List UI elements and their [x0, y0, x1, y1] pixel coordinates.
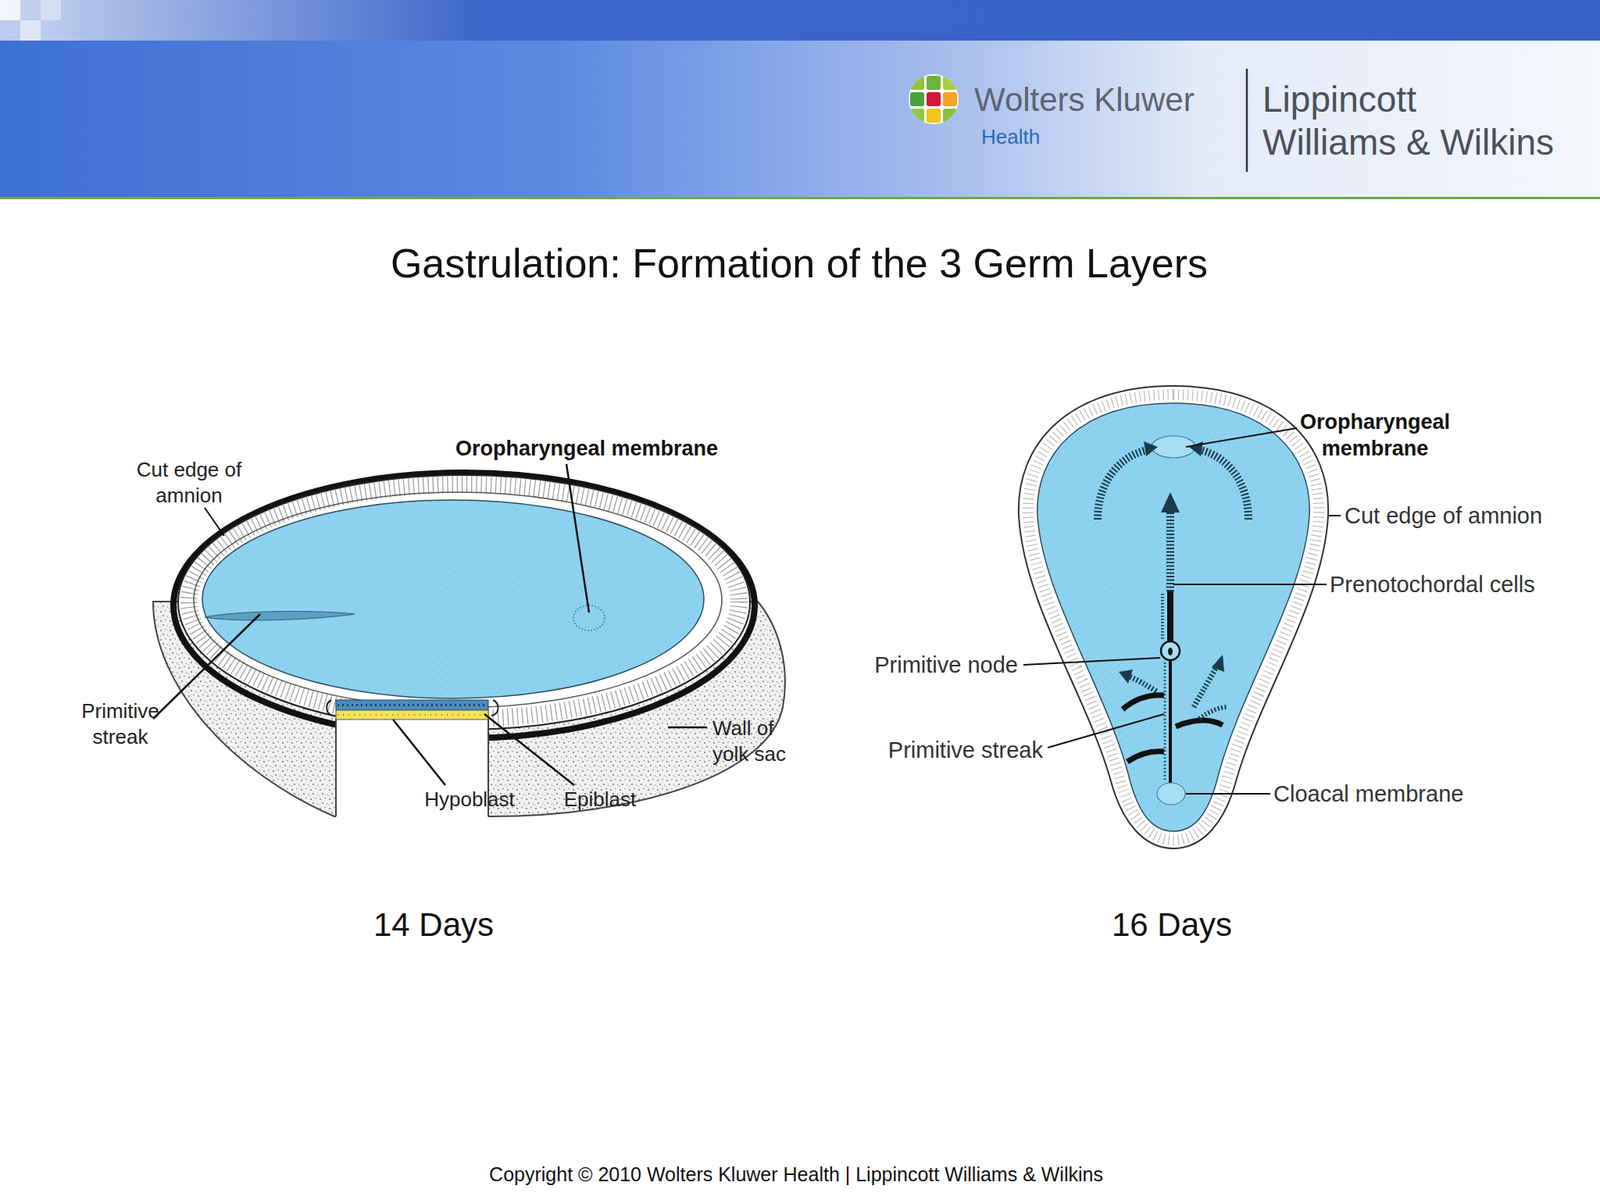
- prenotochordal-cells: [1167, 591, 1174, 643]
- primitive-streak-groove: [204, 611, 355, 621]
- logo-tile: [926, 75, 941, 90]
- deco-square: [40, 0, 61, 21]
- hypoblast-cells: [337, 714, 487, 716]
- prenotochordal-hatch: [1160, 593, 1165, 641]
- amnion-base-band: [173, 472, 755, 739]
- arrow-head: [1211, 654, 1225, 672]
- part-label: Oropharyngeal membrane: [1289, 409, 1461, 463]
- leader-line: [566, 464, 590, 613]
- disc-texture: [202, 500, 704, 699]
- primitive-node: [1160, 641, 1180, 661]
- leader-line: [1185, 792, 1271, 795]
- migration-stroke: [1175, 720, 1223, 727]
- leader-line: [392, 719, 446, 786]
- logo-tile: [926, 92, 941, 107]
- logo-wordmark: Wolters Kluwer: [974, 79, 1195, 122]
- amnion-hatching: [189, 484, 740, 719]
- logo-tile: [942, 108, 958, 123]
- migration-stroke: [1122, 695, 1165, 710]
- deco-square: [20, 20, 41, 41]
- amnion-hatching: [1028, 394, 1319, 840]
- part-label: Primitive streak: [888, 735, 1043, 765]
- leader-line: [204, 507, 225, 536]
- embryonic-disc: [1037, 403, 1310, 832]
- header-bar: [0, 0, 1600, 41]
- copyright-note: Copyright © 2010 Wolters Kluwer Health |…: [489, 1162, 1104, 1187]
- header-band: [0, 0, 1600, 197]
- amnion-ring: [178, 475, 750, 730]
- logo-icon: [908, 74, 959, 125]
- part-label: Primitive node: [874, 650, 1018, 679]
- deco-square: [0, 0, 21, 21]
- migration-stroke: [1127, 751, 1165, 762]
- hypoblast-layer: [335, 710, 489, 720]
- logo-bg: [908, 74, 959, 125]
- header-rule: [0, 196, 1600, 200]
- primitive-streak-line: [1168, 660, 1172, 783]
- publisher-name: Williams & Wilkins: [1262, 120, 1554, 166]
- part-label: Cut edge of amnion: [130, 457, 248, 508]
- slide-title: Gastrulation: Formation of the 3 Germ La…: [390, 238, 1208, 290]
- stage-label: 14 Days: [373, 904, 494, 947]
- notochord-arrow: [1166, 510, 1175, 592]
- leader-line: [484, 714, 575, 786]
- logo-tile: [926, 108, 941, 123]
- part-label: Cloacal membrane: [1273, 779, 1464, 808]
- leader-line: [1047, 714, 1165, 748]
- leader-line: [1023, 657, 1161, 665]
- leader-line: [1185, 428, 1297, 447]
- logo-divider: [1246, 68, 1249, 172]
- disc-texture: [1037, 403, 1310, 832]
- part-label: Wall of yolk sac: [712, 715, 803, 767]
- logo-tile: [942, 92, 958, 107]
- amnion-inner-edge: [193, 492, 722, 708]
- logo-tile: [910, 92, 925, 107]
- deco-square: [0, 20, 21, 41]
- logo-tile: [942, 75, 958, 90]
- logo-subtitle: Health: [981, 124, 1040, 150]
- migration-arrow: [1097, 450, 1147, 520]
- publisher-name: Lippincott: [1262, 77, 1417, 123]
- stage-label: 16 Days: [1111, 904, 1233, 947]
- migration-arrow: [1200, 450, 1249, 520]
- leader-line: [1173, 583, 1327, 586]
- primitive-streak-hatch: [1164, 662, 1167, 782]
- epiblast-layer: [335, 700, 489, 711]
- migration-arrow: [1193, 665, 1218, 708]
- cloacal-membrane: [1157, 782, 1186, 805]
- logo-tile: [910, 108, 925, 123]
- migration-arrow: [1199, 707, 1229, 719]
- arrow-head: [1143, 441, 1158, 457]
- embryonic-disc: [202, 500, 704, 699]
- amnion-cut-curl: [326, 700, 333, 716]
- primitive-pit: [1167, 647, 1173, 656]
- part-label: Primitive streak: [73, 698, 168, 750]
- leader-line: [667, 726, 708, 729]
- part-label: Prenotochordal cells: [1329, 570, 1536, 599]
- leader-line: [153, 614, 261, 719]
- leader-line: [1328, 514, 1341, 517]
- amnion-cut-curl: [491, 700, 499, 716]
- part-label: Epiblast: [564, 786, 637, 813]
- arrow-head: [1160, 492, 1180, 513]
- notch-wall: [335, 718, 337, 817]
- amnion-outline: [1018, 385, 1329, 849]
- arrow-head: [1118, 669, 1133, 684]
- part-label: Hypoblast: [424, 786, 515, 813]
- logo-tile: [910, 75, 925, 90]
- migration-arrow: [1129, 676, 1157, 692]
- part-label: Cut edge of amnion: [1344, 501, 1543, 530]
- epiblast-cells: [337, 703, 487, 707]
- part-label: Oropharyngeal membrane: [455, 435, 718, 463]
